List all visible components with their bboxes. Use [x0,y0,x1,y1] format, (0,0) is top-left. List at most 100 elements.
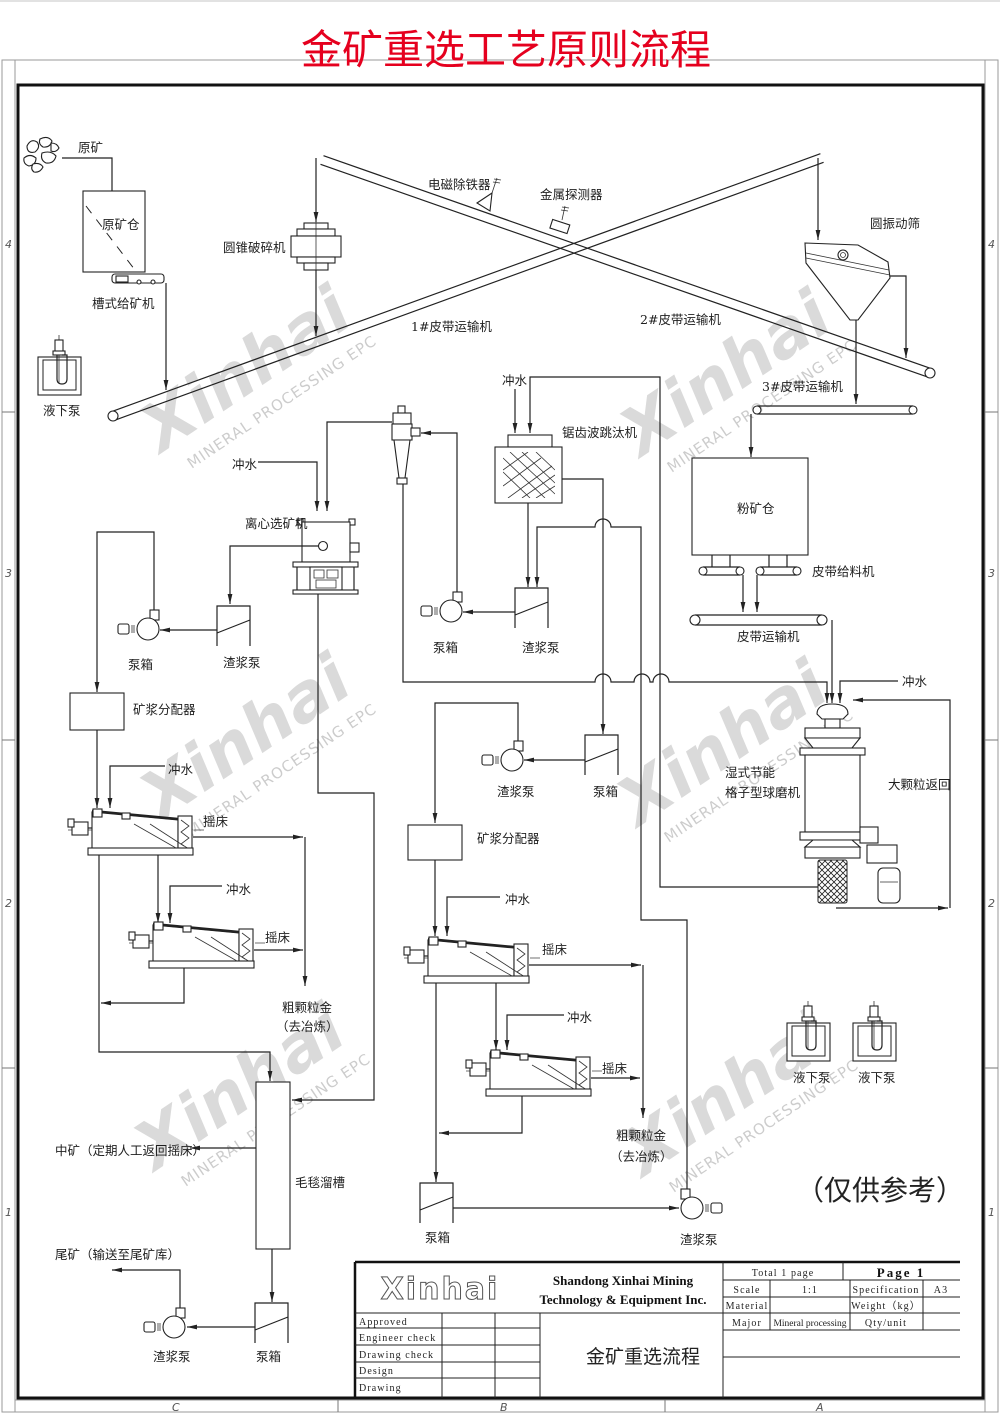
title-block: Xinhai Shandong Xinhai Mining Technology… [353,1260,960,1398]
flush-water-line [504,1014,564,1050]
flow-line [439,1096,523,1136]
sluice-pump-tank-label: 泵箱 [256,1349,281,1364]
table-2-label: 摇床 [265,930,291,945]
table-2-flush-water-label: 冲水 [226,882,252,897]
signoff-row-label: Drawing [359,1383,402,1394]
flush-water-line [107,765,165,808]
sawtooth-jig [494,434,563,504]
sluice-pump-tank-icon [254,1302,289,1344]
flow-line [432,702,519,823]
company-name-line2: Technology & Equipment Inc. [539,1292,706,1307]
centrifuge-tailings-line [292,594,375,1103]
iron-remover-icon [475,177,502,212]
table-tailings-tank-icon [419,1182,454,1224]
row-label: 1 [5,1206,12,1219]
total-pages: Total 1 page [752,1268,814,1279]
fine-ore-bin-label: 粉矿仓 [737,501,775,516]
submerged-pump-label: 液下泵 [793,1070,831,1085]
tailings-pump-icon [143,1307,186,1339]
flush-water-line [444,896,500,936]
specification-label: Specification [852,1285,919,1296]
ball-mill-label-line1: 湿式节能 [725,765,776,780]
table-4-flush-water-label: 冲水 [567,1010,593,1025]
flow-line [98,855,273,1081]
vibrating-screen [804,242,891,321]
middlings-label: 中矿（定期人工返回摇床） [55,1143,205,1158]
iron-remover-label: 电磁除铁器 [428,177,491,192]
vibrating-screen-label: 圆振动筛 [870,216,920,231]
pulp-distributor-left-label: 矿浆分配器 [133,702,196,717]
ball-mill-label-line2: 格子型球磨机 [725,785,801,800]
column-label: B [500,1401,508,1414]
table-3-flush-water-label: 冲水 [505,892,531,907]
qty-unit-label: Qty/unit [865,1318,907,1329]
table-1-flush-water-label: 冲水 [168,762,194,777]
mill-discharge-line [527,376,818,888]
conveyor-3-label: 3#皮带运输机 [762,379,843,394]
submerged-pump-icon [852,1000,897,1062]
centrifuge-concentrate-line [227,545,319,604]
centrifuge-label: 离心选矿机 [245,516,308,531]
trough-feeder-label: 槽式给矿机 [92,296,155,311]
blanket-sluice-label: 毛毯溜槽 [295,1175,345,1190]
scale-label: Scale [733,1285,760,1296]
raw-ore-bin-label: 原矿仓 [102,217,140,232]
signoff-row-label: Approved [359,1317,408,1328]
return-loop-line [534,518,688,1190]
conveyor-1-label: 1#皮带运输机 [411,319,492,334]
cyclone-underflow-line [402,484,830,703]
cyclone-feed-pump-label: 泵箱 [433,640,458,655]
company-name-line1: Shandong Xinhai Mining [553,1273,694,1288]
submerged-pump-label: 液下泵 [43,403,81,418]
coarse-return-line [853,697,951,908]
xinhai-logo: Xinhai [381,1272,500,1307]
belt-conveyor [689,614,828,626]
tailings-label: 尾矿（输送至尾矿库） [55,1247,180,1262]
flow-line [890,275,909,358]
signoff-row-label: Design [359,1366,394,1377]
shaking-table-4 [464,1048,604,1098]
specification-value: A3 [934,1285,948,1296]
flow-line [421,430,458,592]
raw-ore-icon [23,136,60,173]
title-block-grid [353,1260,960,1398]
metal-detector-icon [549,205,571,235]
submerged-pump-label: 液下泵 [858,1070,896,1085]
centrifugal-concentrator [292,518,360,595]
centrifuge-pump-label: 泵箱 [128,657,153,672]
coarse-return-label: 大颗粒返回 [888,777,951,792]
shaking-table-1 [66,807,206,857]
major-label: Major [732,1318,762,1329]
metal-detector-label: 金属探测器 [540,187,603,202]
row-label: 3 [988,567,995,580]
flush-water-line [837,680,898,703]
row-label: 3 [5,567,12,580]
ball-mill [799,703,901,904]
major-value: Mineral processing [773,1319,846,1329]
conveyor-2 [320,155,936,379]
weight-label: Weight（kg） [851,1300,921,1312]
reference-only-note: （仅供参考） [796,1174,964,1207]
signoff-row-label: Engineer check [359,1333,436,1344]
table-1-label: 摇床 [203,814,229,829]
row-label: 4 [988,238,995,251]
centrifuge-slurry-box-icon [216,605,251,647]
flow-line [62,157,113,191]
flow-line [94,531,155,692]
hydrocyclone [391,405,421,485]
jig-slurry-pump-icon [481,740,524,772]
tailings-line [112,1267,181,1308]
cone-crusher-label: 圆锥破碎机 [223,240,286,255]
row-label: 1 [988,1206,995,1219]
coarse-gold-left-label: 粗颗粒金 [282,1000,333,1015]
jig-slurry-box-label: 渣浆泵 [522,640,560,655]
page-title: 金矿重选工艺原则流程 [301,26,711,74]
return-slurry-pump-label: 渣浆泵 [680,1232,718,1247]
jig-label: 锯齿波跳汰机 [562,425,638,440]
coarse-gold-right-label: 粗颗粒金 [616,1128,667,1143]
return-slurry-pump-icon [680,1188,723,1220]
row-labels-left: 4 3 2 1 [5,238,12,1219]
centrifuge-flush-water-label: 冲水 [232,457,258,472]
centrifuge-slurry-box-label: 渣浆泵 [223,655,261,670]
